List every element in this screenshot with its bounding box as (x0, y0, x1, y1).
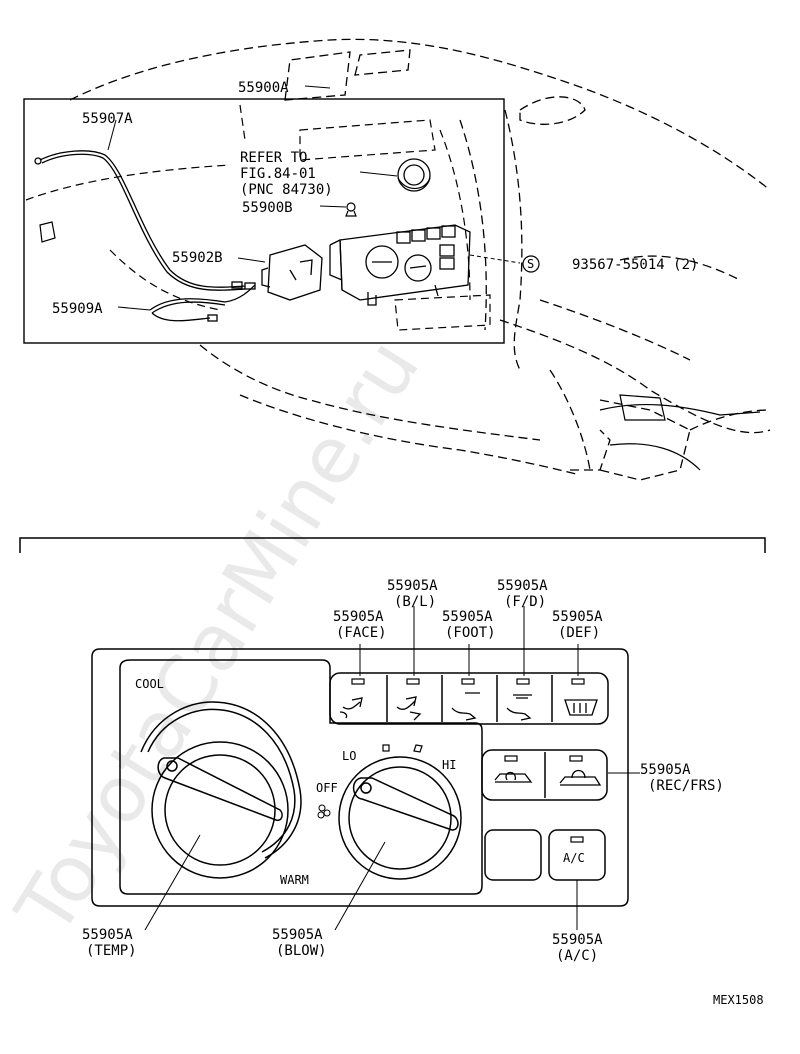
bulb-55900B (345, 202, 357, 217)
cable-55907A (34, 150, 246, 291)
recirculate-icon (494, 771, 533, 783)
cable-55909A (149, 282, 256, 322)
control-panel-assembly (329, 224, 471, 306)
label-face-part: 55905A (333, 609, 384, 625)
label-face-name: (FACE) (336, 625, 387, 641)
defrost-mode-icon (564, 699, 598, 716)
temp-dial (140, 701, 302, 879)
label-foot-part: 55905A (442, 609, 493, 625)
bottom-leaders (144, 606, 640, 931)
label-bl-name: (B/L) (394, 594, 436, 610)
heater-control-panel (91, 648, 629, 907)
screw-symbol: S (527, 257, 534, 271)
indicator-lamps (351, 678, 585, 843)
face-mode-icon (342, 697, 363, 710)
label-screw: 93567-55014 (2) (572, 257, 698, 273)
refer-line-3: (PNC 84730) (240, 182, 333, 198)
fresh-air-icon (559, 769, 602, 786)
label-ac-name: (A/C) (556, 948, 598, 964)
unit-55902B (261, 244, 323, 301)
blower-dial (317, 744, 462, 880)
label-temp-part: 55905A (82, 927, 133, 943)
refer-line-2: FIG.84-01 (240, 166, 316, 182)
label-bl-part: 55905A (387, 578, 438, 594)
label-55907A: 55907A (82, 111, 133, 127)
label-recfrs-name: (REC/FRS) (648, 778, 724, 794)
label-ac-part: 55905A (552, 932, 603, 948)
refer-line-1: REFER TO (240, 150, 307, 166)
label-blow-name: (BLOW) (276, 943, 327, 959)
lo-label: LO (342, 749, 356, 763)
foot-mode-icon (451, 692, 480, 721)
label-55909A: 55909A (52, 301, 103, 317)
label-foot-name: (FOOT) (445, 625, 496, 641)
hi-label: HI (442, 758, 456, 772)
illustration-code: MEX1508 (713, 993, 764, 1007)
label-def-part: 55905A (552, 609, 603, 625)
label-55902B: 55902B (172, 250, 223, 266)
refer-component (397, 158, 431, 192)
label-blow-part: 55905A (272, 927, 323, 943)
inset-dash-outline (25, 104, 491, 331)
dashboard-outline (69, 38, 771, 481)
label-temp-name: (TEMP) (86, 943, 137, 959)
off-label: OFF (316, 781, 338, 795)
label-def-name: (DEF) (558, 625, 600, 641)
foot-def-mode-icon (506, 694, 532, 721)
detail-inset-box (23, 98, 505, 344)
cool-label: COOL (135, 677, 164, 691)
label-fd-name: (F/D) (504, 594, 546, 610)
label-fd-part: 55905A (497, 578, 548, 594)
bilevel-mode-icon (396, 696, 422, 721)
label-recfrs-part: 55905A (640, 762, 691, 778)
top-leaders (107, 85, 521, 311)
warm-label: WARM (280, 873, 309, 887)
clip-outline (39, 221, 56, 243)
mode-icons (339, 692, 602, 786)
screw-symbol-circle (522, 255, 540, 273)
label-55900B: 55900B (242, 200, 293, 216)
dashboard-solid (599, 394, 761, 471)
label-55900A: 55900A (238, 80, 289, 96)
section-separator (19, 537, 766, 553)
ac-button-label: A/C (563, 851, 585, 865)
